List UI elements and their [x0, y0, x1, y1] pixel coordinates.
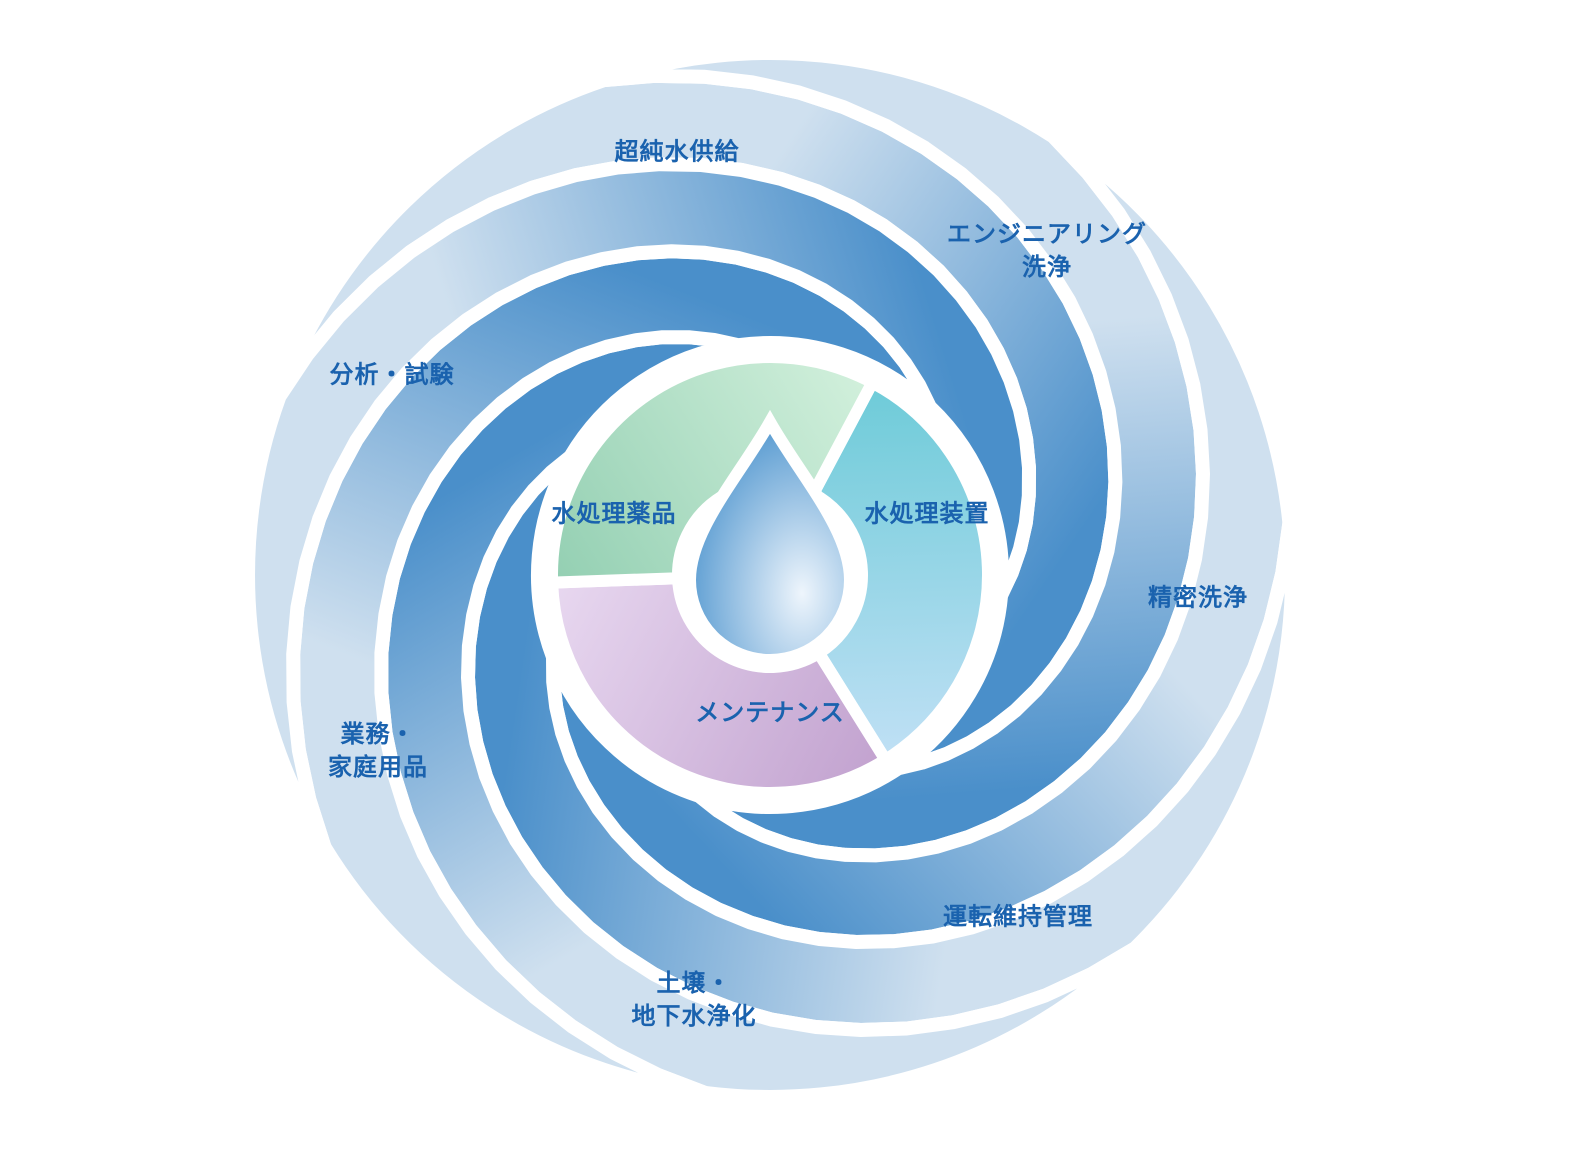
label-analysis-testing: 分析・試験 [330, 359, 455, 392]
label-line: 超純水供給 [614, 137, 740, 166]
label-water-chemicals: 水処理薬品 [551, 499, 677, 528]
segment-water-chemicals [546, 351, 881, 589]
swirl-blade-analysis [241, 157, 1036, 855]
label-engineering-cleaning: エンジニアリング洗浄 [947, 218, 1147, 284]
label-line: 運転維持管理 [943, 902, 1093, 931]
label-household-products: 業務・家庭用品 [328, 718, 428, 784]
water-drop-icon [683, 409, 857, 666]
label-line: 洗浄 [1022, 253, 1072, 281]
label-precision-cleaning: 精密洗浄 [1148, 582, 1248, 615]
label-maintenance: メンテナンス [695, 698, 845, 727]
segment-maintenance [545, 572, 894, 799]
label-line: 土壌・ [656, 969, 732, 997]
label-soil-groundwater: 土壌・地下水浄化 [632, 967, 757, 1033]
label-ultrapure-water-supply: 超純水供給 [615, 136, 740, 169]
label-line: エンジニアリング [947, 220, 1147, 248]
label-line: 家庭用品 [328, 753, 428, 781]
label-line: 地下水浄化 [631, 1002, 757, 1030]
label-operation-maintenance: 運転維持管理 [943, 901, 1093, 934]
label-line: 分析・試験 [329, 360, 455, 389]
label-line: 業務・ [340, 720, 416, 748]
segment-water-equipment [805, 374, 994, 769]
label-line: 精密洗浄 [1148, 583, 1248, 612]
label-water-equipment: 水処理装置 [864, 499, 990, 528]
